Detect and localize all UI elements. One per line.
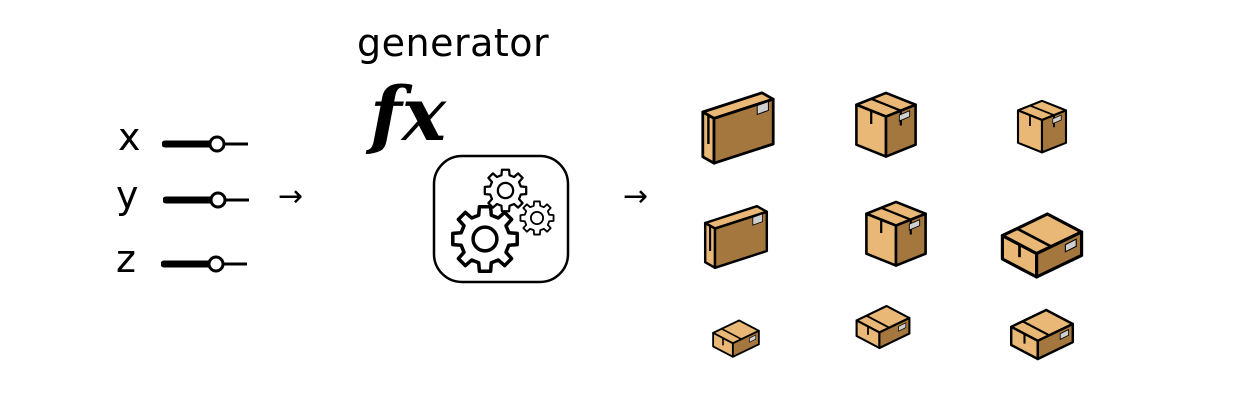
slider-z-handle bbox=[207, 255, 225, 273]
cardboard-box-icon bbox=[1012, 80, 1072, 172]
cardboard-box-icon bbox=[703, 310, 769, 362]
cardboard-box-icon bbox=[859, 196, 933, 270]
param-label-z: z bbox=[116, 237, 136, 281]
param-label-x: x bbox=[118, 115, 141, 159]
slider-y[interactable] bbox=[163, 188, 253, 212]
slider-x-handle bbox=[208, 135, 226, 153]
cardboard-box-icon bbox=[697, 202, 775, 272]
generator-title: generator bbox=[357, 21, 550, 65]
arrow-to-generator: → bbox=[278, 179, 304, 214]
param-label-y: y bbox=[116, 173, 139, 217]
function-fx-label: fx bbox=[370, 72, 446, 158]
cardboard-box-icon bbox=[995, 196, 1089, 286]
cardboard-box-icon bbox=[849, 74, 923, 174]
cardboard-box-icon bbox=[995, 296, 1089, 366]
cardboard-box-icon bbox=[847, 294, 919, 354]
gears-icon bbox=[432, 154, 570, 284]
arrow-to-outputs: → bbox=[623, 179, 649, 214]
slider-z[interactable] bbox=[161, 252, 251, 276]
cardboard-box-icon bbox=[698, 78, 778, 178]
slider-y-handle bbox=[209, 191, 227, 209]
slider-x[interactable] bbox=[162, 132, 252, 156]
